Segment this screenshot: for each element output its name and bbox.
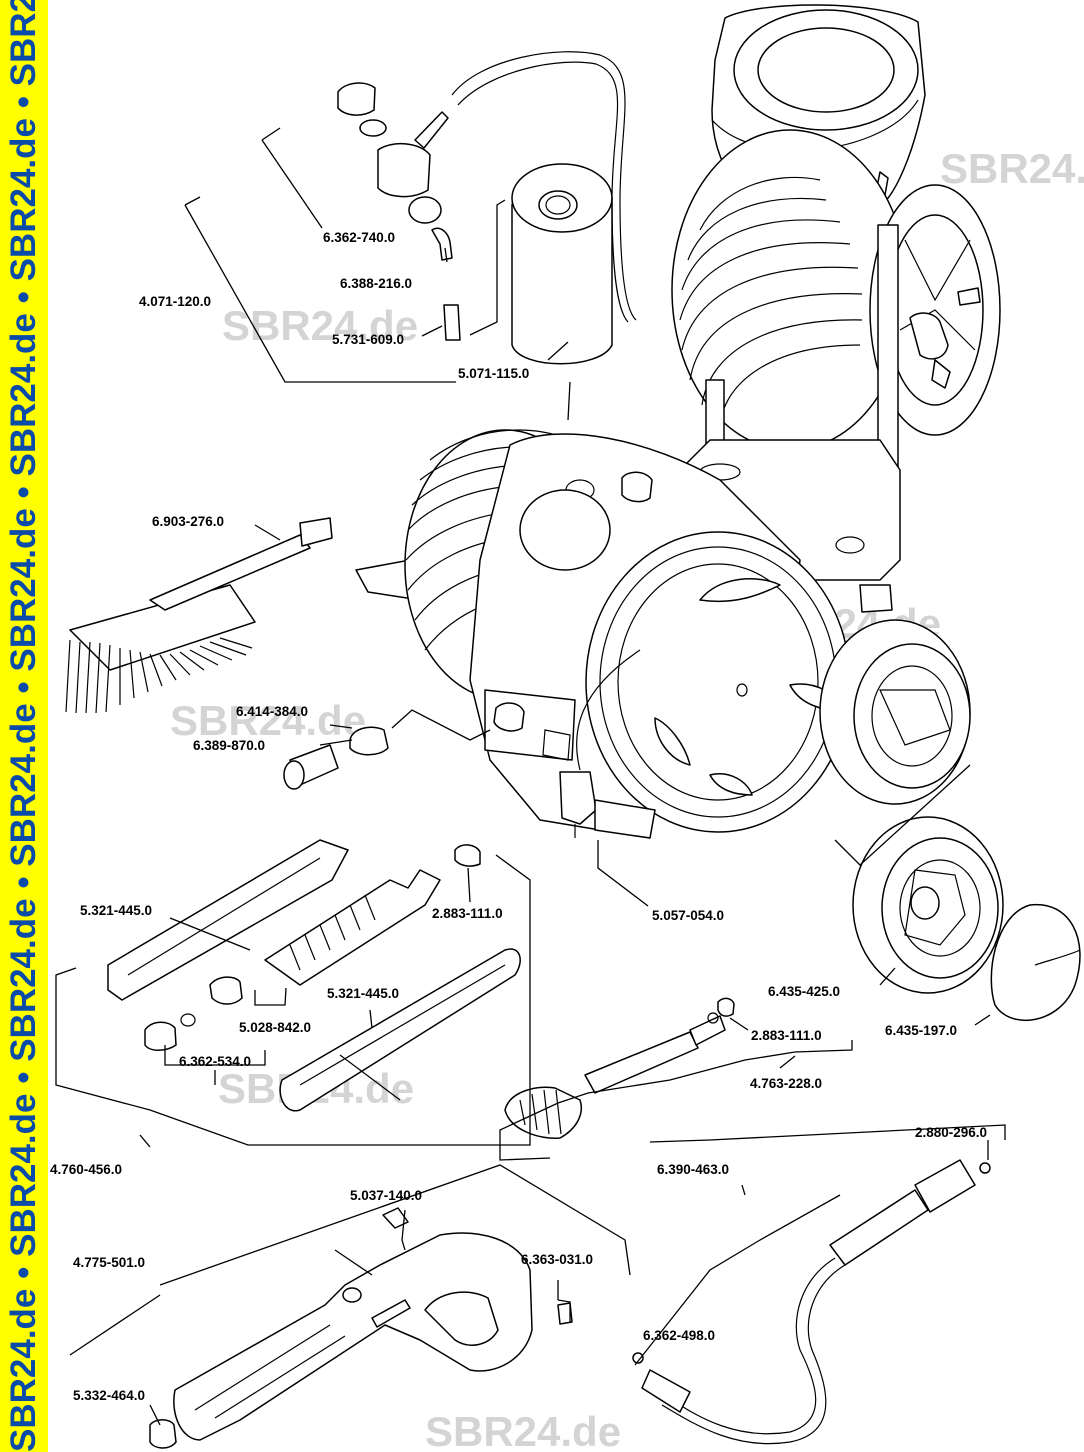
part-label-6.362-534.0: 6.362-534.0 — [179, 1054, 251, 1069]
part-label-2.883-111.0: 2.883-111.0 — [751, 1028, 822, 1043]
part-label-2.883-111.0: 2.883-111.0 — [432, 906, 503, 921]
part-label-5.037-140.0: 5.037-140.0 — [350, 1188, 422, 1203]
pressure-washer-drawing — [355, 429, 851, 839]
part-labels: 6.362-740.0 6.388-216.0 4.071-120.0 5.73… — [50, 230, 987, 1403]
part-label-5.057-054.0: 5.057-054.0 — [652, 908, 724, 923]
cap-valve-drawing — [337, 82, 461, 341]
part-label-5.028-842.0: 5.028-842.0 — [239, 1020, 311, 1035]
part-label-6.362-498.0: 6.362-498.0 — [643, 1328, 715, 1343]
part-label-2.880-296.0: 2.880-296.0 — [915, 1125, 987, 1140]
wheel-drawing — [819, 619, 971, 805]
watermark: SBR24.de — [940, 145, 1084, 192]
part-label-5.332-464.0: 5.332-464.0 — [73, 1388, 145, 1403]
part-label-6.435-197.0: 6.435-197.0 — [885, 1023, 957, 1038]
watermark: SBR24.de — [222, 302, 418, 349]
part-label-4.071-120.0: 4.071-120.0 — [139, 294, 211, 309]
part-label-6.435-425.0: 6.435-425.0 — [768, 984, 840, 999]
callout-lines — [55, 127, 1006, 1426]
spray-gun-drawing — [149, 1207, 573, 1449]
high-pressure-hose-drawing — [632, 1159, 991, 1445]
part-label-6.903-276.0: 6.903-276.0 — [152, 514, 224, 529]
part-label-5.071-115.0: 5.071-115.0 — [458, 366, 529, 381]
adapter-drawing — [283, 726, 389, 790]
part-label-5.731-609.0: 5.731-609.0 — [332, 332, 404, 347]
wheel-drawing — [852, 816, 1004, 994]
spray-lance-drawing — [107, 839, 521, 1112]
dirt-blaster-drawing — [504, 997, 735, 1139]
watermark: SBR24.de — [425, 1408, 621, 1452]
wheel-cap-drawing — [990, 903, 1081, 1022]
part-label-4.760-456.0: 4.760-456.0 — [50, 1162, 122, 1177]
wash-brush-drawing — [65, 517, 333, 714]
brand-stripe: SBR24.de • SBR24.de • SBR24.de • SBR24.d… — [0, 0, 48, 1452]
part-label-4.775-501.0: 4.775-501.0 — [73, 1255, 145, 1270]
part-label-6.362-740.0: 6.362-740.0 — [323, 230, 395, 245]
part-label-5.321-445.0: 5.321-445.0 — [80, 903, 152, 918]
part-label-6.388-216.0: 6.388-216.0 — [340, 276, 412, 291]
detergent-tank-drawing — [451, 51, 637, 365]
watermark: SBR24.de — [170, 697, 366, 744]
part-label-6.414-384.0: 6.414-384.0 — [236, 704, 308, 719]
part-label-6.390-463.0: 6.390-463.0 — [657, 1162, 729, 1177]
part-label-6.363-031.0: 6.363-031.0 — [521, 1252, 593, 1267]
part-label-6.389-870.0: 6.389-870.0 — [193, 738, 265, 753]
hose-reel-drawing — [671, 4, 1001, 613]
part-label-4.763-228.0: 4.763-228.0 — [750, 1076, 822, 1091]
part-label-5.321-445.0: 5.321-445.0 — [327, 986, 399, 1001]
